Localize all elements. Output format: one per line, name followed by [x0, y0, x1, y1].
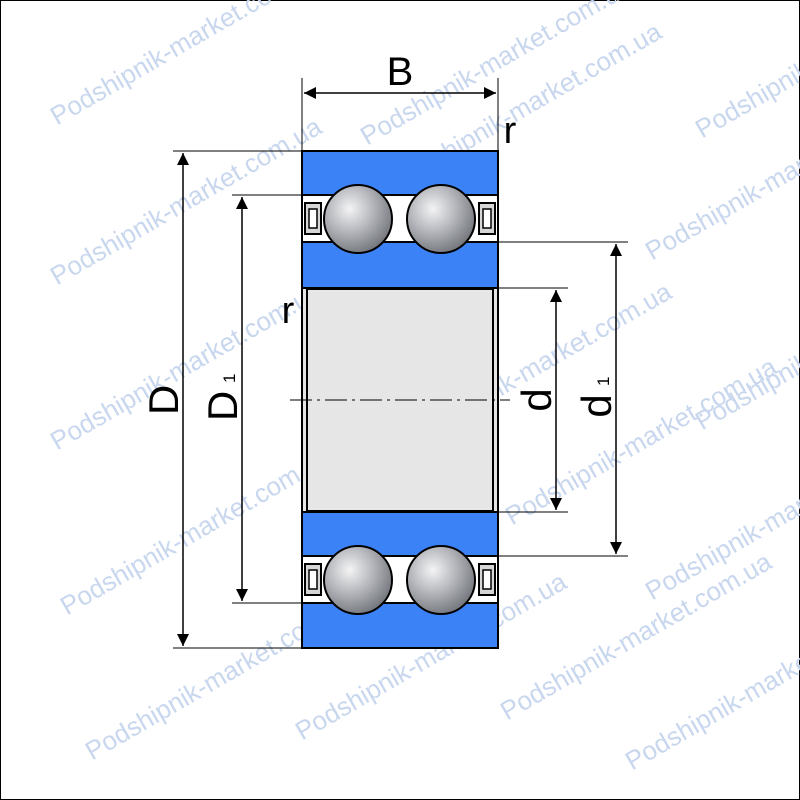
label-radius-top: r [504, 110, 517, 152]
label-radius-left: r [282, 290, 295, 332]
extension-lines [173, 78, 628, 649]
svg-text:1: 1 [220, 374, 239, 383]
label-bore: d [513, 388, 560, 411]
seal-lower-left [304, 563, 322, 596]
label-inner-land: d 1 [573, 377, 620, 418]
svg-text:1: 1 [594, 377, 613, 386]
svg-text:D: D [199, 391, 246, 421]
label-outer-land: D 1 [199, 374, 246, 422]
ball-upper-right [406, 184, 476, 254]
label-outer-diameter: D [140, 385, 187, 415]
svg-text:d: d [573, 394, 620, 417]
seal-lower-right [478, 563, 496, 596]
ball-upper-left [323, 184, 393, 254]
seal-upper-left [304, 202, 322, 235]
seal-upper-right [478, 202, 496, 235]
ball-lower-left [323, 545, 393, 615]
label-width: B [387, 50, 414, 94]
ball-lower-right [406, 545, 476, 615]
